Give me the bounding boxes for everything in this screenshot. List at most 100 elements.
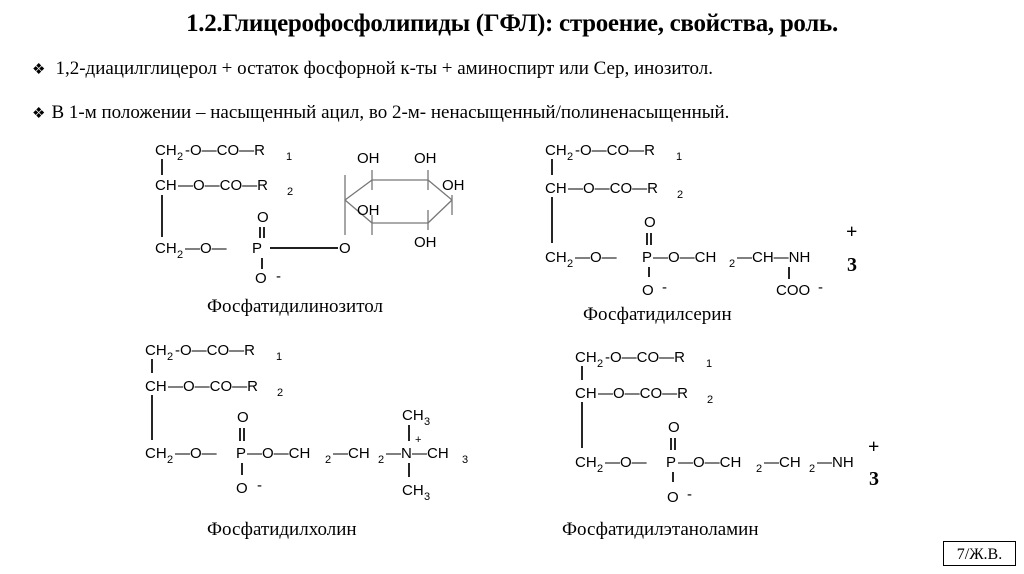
svg-text:—O—CO—R: —O—CO—R <box>168 378 258 395</box>
svg-text:O: O <box>255 270 267 285</box>
caption-phosphatidylserine: Фосфатидилсерин <box>583 304 732 325</box>
svg-text:—N: —N <box>386 445 412 462</box>
svg-text:2: 2 <box>729 258 735 270</box>
svg-text:2: 2 <box>177 249 183 261</box>
svg-text:-: - <box>818 279 823 296</box>
svg-text:2: 2 <box>167 454 173 466</box>
svg-text:O: O <box>667 489 679 505</box>
svg-text:—O—: —O— <box>175 445 217 462</box>
svg-text:O: O <box>339 240 351 257</box>
svg-text:O: O <box>668 419 680 436</box>
diamond-bullet-icon: ❖ <box>32 106 46 122</box>
svg-text:—O—CO—R: —O—CO—R <box>568 180 658 197</box>
svg-text:+: + <box>846 221 857 243</box>
svg-text:2: 2 <box>567 151 573 163</box>
bullet-2: ❖ В 1-м положении – насыщенный ацил, во 2… <box>32 102 729 124</box>
svg-text:2: 2 <box>809 463 815 475</box>
svg-text:CH: CH <box>145 445 167 462</box>
svg-text:O: O <box>237 409 249 426</box>
svg-text:2: 2 <box>567 258 573 270</box>
svg-text:3: 3 <box>869 468 879 490</box>
svg-text:2: 2 <box>177 151 183 163</box>
page-label: 7/Ж.В. <box>943 541 1016 566</box>
svg-text:P: P <box>666 454 676 471</box>
svg-text:OH: OH <box>414 150 437 167</box>
diamond-bullet-icon: ❖ <box>32 62 46 78</box>
svg-text:P: P <box>642 249 652 266</box>
svg-text:—O—CO—R: —O—CO—R <box>598 385 688 402</box>
bullet-1: ❖ 1,2-диацилглицерол + остаток фосфорной … <box>32 58 713 80</box>
svg-text:CH: CH <box>402 482 424 499</box>
svg-text:CH: CH <box>402 407 424 424</box>
svg-text:—O—: —O— <box>185 240 227 257</box>
svg-text:3: 3 <box>847 254 857 276</box>
svg-text:2: 2 <box>167 351 173 363</box>
svg-text:CH: CH <box>155 177 177 194</box>
svg-text:OH: OH <box>442 177 465 194</box>
svg-text:CH: CH <box>575 349 597 366</box>
caption-phosphatidylcholine: Фосфатидилхолин <box>207 519 357 540</box>
svg-text:+: + <box>868 436 879 458</box>
svg-text:1: 1 <box>706 358 712 370</box>
svg-text:-: - <box>276 268 281 285</box>
svg-text:-O—CO—R: -O—CO—R <box>185 142 265 159</box>
svg-text:—O—CH: —O—CH <box>653 249 716 266</box>
svg-text:OH: OH <box>357 150 380 167</box>
svg-text:CH: CH <box>575 385 597 402</box>
svg-text:-: - <box>687 486 692 503</box>
svg-text:2: 2 <box>756 463 762 475</box>
svg-text:CH: CH <box>545 249 567 266</box>
svg-text:3: 3 <box>424 416 430 428</box>
svg-text:-O—CO—R: -O—CO—R <box>605 349 685 366</box>
svg-text:—NH: —NH <box>817 454 854 471</box>
svg-text:OH: OH <box>414 234 437 251</box>
svg-text:OH: OH <box>357 202 380 219</box>
svg-text:2: 2 <box>597 358 603 370</box>
svg-text:—O—: —O— <box>605 454 647 471</box>
svg-text:P: P <box>236 445 246 462</box>
svg-text:—CH—NH: —CH—NH <box>737 249 810 266</box>
svg-text:—O—: —O— <box>575 249 617 266</box>
svg-text:2: 2 <box>277 387 283 399</box>
svg-text:2: 2 <box>677 189 683 201</box>
svg-text:2: 2 <box>707 394 713 406</box>
svg-text:2: 2 <box>287 186 293 198</box>
svg-text:-: - <box>257 477 262 494</box>
svg-text:1: 1 <box>676 151 682 163</box>
svg-text:CH: CH <box>145 342 167 359</box>
svg-text:-O—CO—R: -O—CO—R <box>175 342 255 359</box>
svg-text:—O—CH: —O—CH <box>678 454 741 471</box>
svg-text:O: O <box>257 209 269 226</box>
slide-title: 1.2.Глицерофосфолипиды (ГФЛ): строение, … <box>186 10 838 37</box>
svg-text:CH: CH <box>575 454 597 471</box>
caption-phosphatidylinositol: Фосфатидилинозитол <box>207 296 383 317</box>
svg-text:-O—CO—R: -O—CO—R <box>575 142 655 159</box>
svg-text:O: O <box>644 214 656 231</box>
svg-text:2: 2 <box>325 454 331 466</box>
svg-text:CH: CH <box>145 378 167 395</box>
svg-text:—O—CO—R: —O—CO—R <box>178 177 268 194</box>
svg-text:CH: CH <box>545 142 567 159</box>
svg-text:—O—CH: —O—CH <box>247 445 310 462</box>
svg-text:3: 3 <box>462 454 468 466</box>
bullet-2-text: В 1-м положении – насыщенный ацил, во 2-… <box>51 102 730 123</box>
svg-text:3: 3 <box>424 491 430 503</box>
svg-text:COO: COO <box>776 282 810 299</box>
svg-text:—CH: —CH <box>333 445 370 462</box>
svg-text:2: 2 <box>378 454 384 466</box>
svg-text:1: 1 <box>276 351 282 363</box>
svg-text:P: P <box>252 240 262 257</box>
svg-text:O: O <box>236 480 248 497</box>
svg-text:CH: CH <box>155 240 177 257</box>
svg-text:—CH: —CH <box>764 454 801 471</box>
svg-text:O: O <box>642 282 654 299</box>
svg-text:CH: CH <box>155 142 177 159</box>
bullet-1-text: 1,2-диацилглицерол + остаток фосфорной к… <box>55 58 714 79</box>
svg-text:-: - <box>662 279 667 296</box>
svg-text:1: 1 <box>286 151 292 163</box>
svg-text:2: 2 <box>597 463 603 475</box>
